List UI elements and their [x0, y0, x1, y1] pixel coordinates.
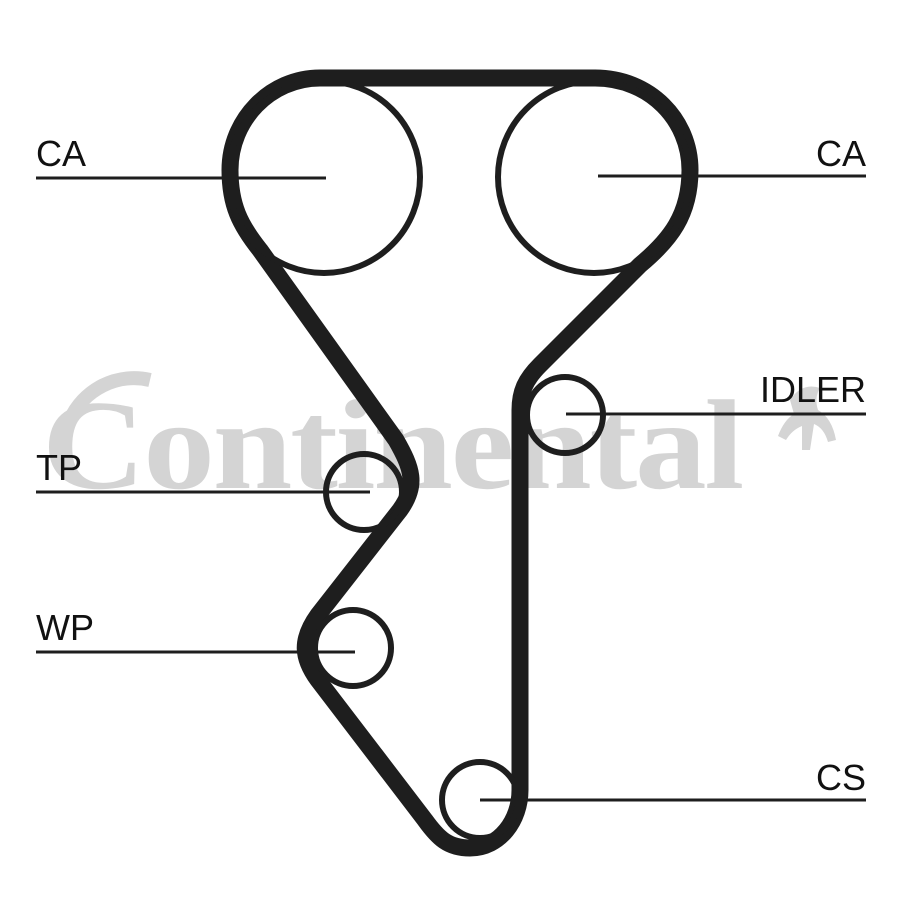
label-cs: CS: [816, 757, 866, 798]
continental-watermark: Continental: [42, 371, 836, 516]
watermark-arc: [63, 371, 152, 424]
label-ca-right: CA: [816, 133, 866, 174]
watermark-horse-logo: [778, 386, 836, 450]
water-pump-pulley: [312, 607, 394, 689]
label-ca-left: CA: [36, 133, 86, 174]
label-idler: IDLER: [760, 369, 866, 410]
label-wp: WP: [36, 607, 94, 648]
label-tp: TP: [36, 447, 82, 488]
